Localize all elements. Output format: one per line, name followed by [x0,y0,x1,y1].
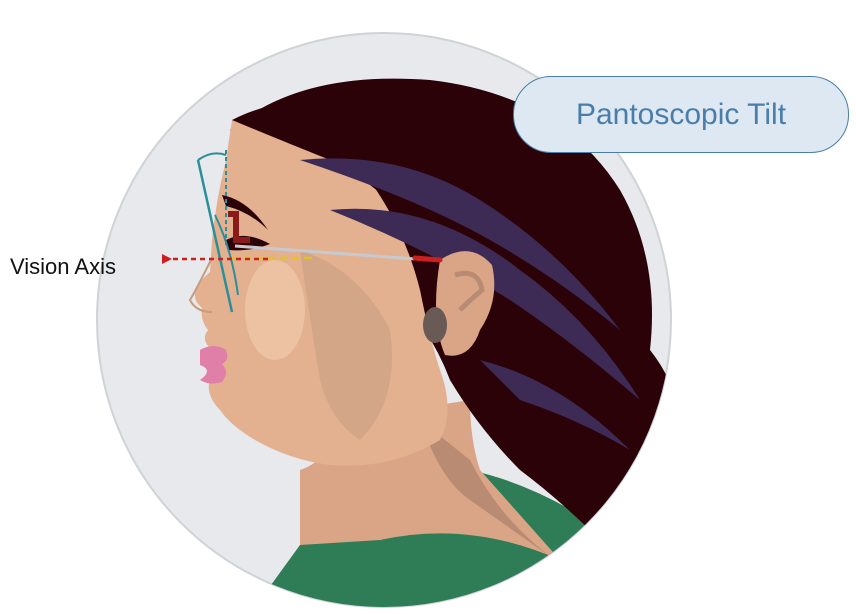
cheek-highlight [245,260,305,360]
vision-axis-label: Vision Axis [10,254,116,280]
pantoscopic-tilt-title: Pantoscopic Tilt [513,76,849,153]
temple-tip [415,258,440,260]
ear-inner [423,307,447,343]
